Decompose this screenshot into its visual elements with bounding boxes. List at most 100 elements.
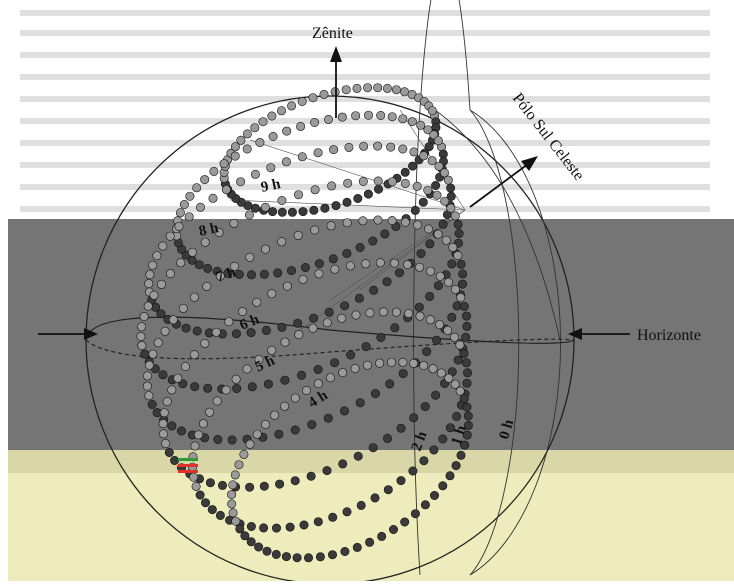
spiral-bead bbox=[214, 228, 224, 238]
spiral-bead bbox=[387, 112, 397, 122]
spiral-bead bbox=[179, 200, 189, 210]
spiral-bead bbox=[459, 301, 469, 311]
spiral-bead bbox=[462, 430, 472, 440]
spiral-bead bbox=[178, 303, 188, 313]
spiral-bead bbox=[400, 178, 410, 188]
spiral-bead bbox=[277, 207, 287, 217]
spiral-bead bbox=[462, 378, 472, 388]
spiral-bead bbox=[370, 389, 380, 399]
spiral-bead bbox=[298, 207, 308, 217]
spiral-bead bbox=[252, 429, 262, 439]
spiral-bead bbox=[242, 144, 252, 154]
spiral-bead bbox=[281, 157, 291, 167]
spiral-bead bbox=[375, 258, 385, 268]
hour-label: 5 h bbox=[253, 352, 278, 375]
spiral-bead bbox=[377, 531, 387, 541]
spiral-bead bbox=[259, 481, 269, 491]
spiral-bead bbox=[447, 312, 457, 322]
spiral-bead bbox=[431, 181, 441, 191]
spiral-bead bbox=[296, 121, 306, 131]
spiral-bead bbox=[189, 472, 199, 482]
spiral-bead bbox=[301, 385, 311, 395]
spiral-bead bbox=[200, 338, 210, 348]
spiral-bead bbox=[410, 509, 420, 519]
spiral-bead bbox=[438, 481, 448, 491]
spiral-bead bbox=[202, 281, 212, 291]
spiral-bead bbox=[152, 251, 162, 261]
spiral-bead bbox=[383, 485, 393, 495]
spiral-bead bbox=[231, 516, 241, 526]
spiral-bead bbox=[320, 203, 330, 213]
spiral-bead bbox=[431, 390, 441, 400]
spiral-bead bbox=[201, 498, 211, 508]
spiral-bead bbox=[189, 350, 199, 360]
spiral-bead bbox=[267, 289, 277, 299]
spiral-bead bbox=[324, 307, 334, 317]
spiral-bead bbox=[167, 421, 177, 431]
spiral-bead bbox=[373, 215, 383, 225]
spiral-bead bbox=[261, 325, 271, 335]
spiral-bead bbox=[173, 373, 183, 383]
spiral-bead bbox=[280, 375, 290, 385]
spiral-bead bbox=[445, 471, 455, 481]
spiral-bead bbox=[326, 221, 336, 231]
spiral-bead bbox=[170, 455, 180, 465]
spiral-bead bbox=[137, 341, 147, 351]
spiral-bead bbox=[293, 230, 303, 240]
spiral-bead bbox=[416, 249, 426, 259]
spiral-bead bbox=[148, 260, 158, 270]
spiral-bead bbox=[358, 177, 368, 187]
spiral-bead bbox=[246, 521, 256, 531]
spiral-bead bbox=[175, 208, 185, 218]
spiral-bead bbox=[181, 323, 191, 333]
spiral-bead bbox=[313, 517, 323, 527]
spiral-bead bbox=[450, 284, 460, 294]
spiral-bead bbox=[189, 292, 199, 302]
spiral-bead bbox=[177, 426, 187, 436]
spiral-bead bbox=[315, 552, 325, 562]
zenith-label: Zênite bbox=[312, 25, 353, 42]
spiral-bead bbox=[369, 285, 379, 295]
spiral-bead bbox=[161, 438, 171, 448]
spiral-bead bbox=[303, 553, 313, 563]
spiral-bead bbox=[330, 264, 340, 274]
spiral-bead bbox=[376, 332, 386, 342]
spiral-bead bbox=[242, 129, 252, 139]
spiral-bead bbox=[198, 419, 208, 429]
spiral-bead bbox=[410, 205, 420, 215]
spiral-bead bbox=[394, 268, 404, 278]
spiral-bead bbox=[327, 550, 337, 560]
spiral-bead bbox=[445, 423, 455, 433]
spiral-bead bbox=[282, 126, 292, 136]
spiral-bead bbox=[425, 315, 435, 325]
spiral-bead bbox=[450, 211, 460, 221]
spiral-bead bbox=[191, 481, 201, 491]
spiral-bead bbox=[343, 178, 353, 188]
spiral-bead bbox=[319, 89, 329, 99]
spiral-bead bbox=[140, 349, 150, 359]
spiral-bead bbox=[267, 345, 277, 355]
spiral-bead bbox=[137, 322, 147, 332]
spiral-bead bbox=[270, 410, 280, 420]
spiral-bead bbox=[142, 381, 152, 391]
spiral-bead bbox=[461, 358, 471, 368]
spiral-bead bbox=[345, 261, 355, 271]
spiral-bead bbox=[420, 402, 430, 412]
spiral-bead bbox=[266, 163, 276, 173]
spiral-bead bbox=[158, 370, 168, 380]
spiral-bead bbox=[260, 244, 270, 254]
spiral-bead bbox=[378, 307, 388, 317]
spiral-bead bbox=[158, 241, 168, 251]
spiral-bead bbox=[375, 358, 385, 368]
spiral-bead bbox=[227, 490, 237, 500]
spiral-bead bbox=[245, 439, 255, 449]
spiral-bead bbox=[352, 83, 362, 93]
spiral-bead bbox=[254, 354, 264, 364]
spiral-bead bbox=[143, 371, 153, 381]
spiral-bead bbox=[363, 110, 373, 120]
spiral-bead bbox=[230, 261, 240, 271]
spiral-bead bbox=[236, 135, 246, 145]
spiral-bead bbox=[185, 191, 195, 201]
hour-label: 0 h bbox=[496, 417, 517, 441]
spiral-bead bbox=[167, 385, 177, 395]
